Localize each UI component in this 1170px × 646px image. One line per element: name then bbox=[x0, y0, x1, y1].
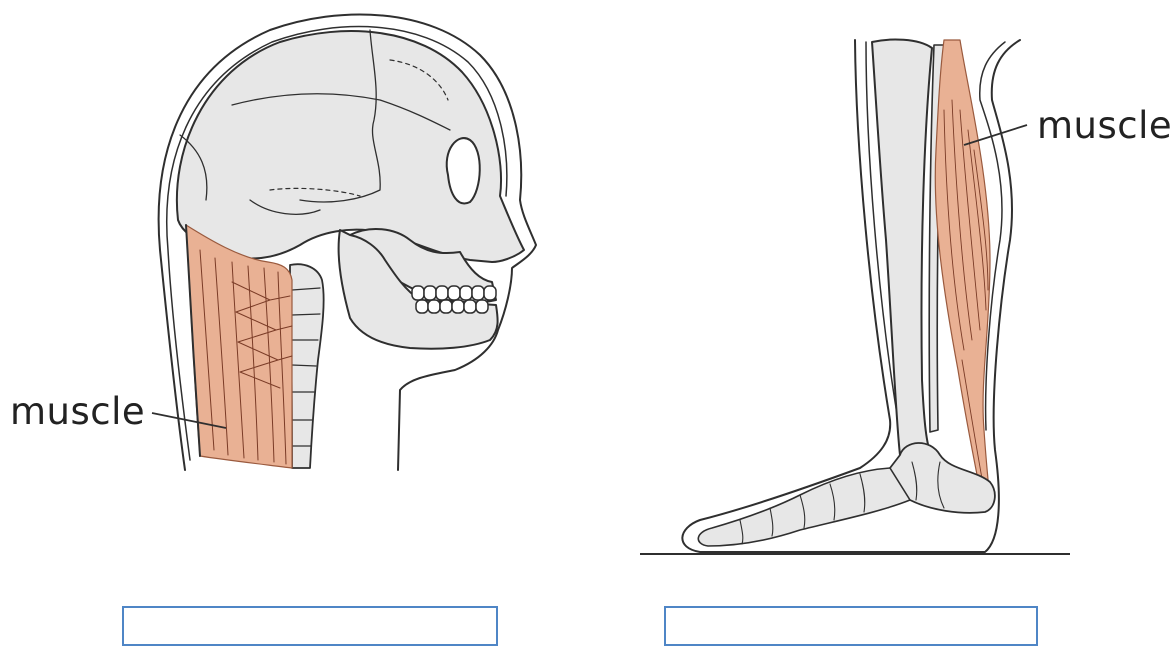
head-answer-box[interactable] bbox=[122, 606, 498, 646]
anatomy-diagram bbox=[0, 0, 1170, 616]
skull-teeth bbox=[412, 286, 496, 313]
leg-answer-box[interactable] bbox=[664, 606, 1038, 646]
head-muscle-label: muscle bbox=[10, 393, 145, 430]
skull-eye-socket bbox=[447, 138, 480, 203]
head-neck-illustration bbox=[159, 14, 536, 470]
leg-foot-illustration bbox=[682, 40, 1020, 552]
leg-muscle-label: muscle bbox=[1037, 107, 1170, 144]
